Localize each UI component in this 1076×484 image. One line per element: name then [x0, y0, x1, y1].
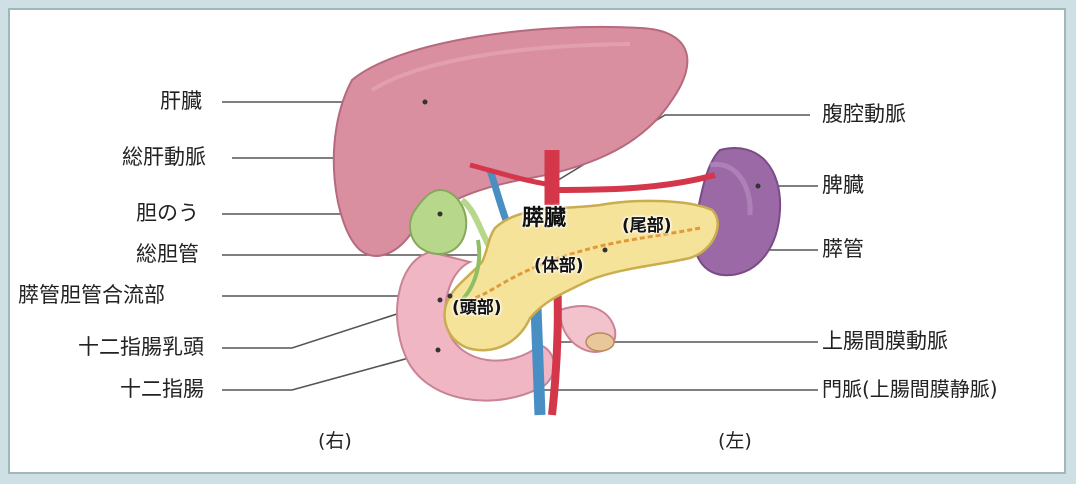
pancreas-body-label: (体部) — [534, 258, 584, 275]
pancreas-tail-label: (尾部) — [622, 218, 672, 235]
label-common-bile-duct: 総胆管 — [136, 244, 199, 265]
label-duodenal-papilla: 十二指腸乳頭 — [78, 337, 204, 358]
pancreas-name: 膵臓 — [522, 208, 566, 230]
label-common-hepatic-artery: 総肝動脈 — [122, 147, 206, 168]
label-celiac-artery: 腹腔動脈 — [822, 104, 906, 125]
label-gallbladder: 胆のう — [136, 203, 199, 224]
side-left-label: (左) — [718, 432, 752, 451]
label-liver: 肝臓 — [160, 91, 202, 112]
label-spleen: 脾臓 — [822, 175, 864, 196]
label-duodenum: 十二指腸 — [120, 379, 204, 400]
label-pancreaticobiliary-junction: 膵管胆管合流部 — [18, 285, 165, 306]
side-right-label: (右) — [318, 432, 352, 451]
label-portal-vein: 門脈(上腸間膜静脈) — [822, 379, 998, 399]
label-superior-mesenteric-artery: 上腸間膜動脈 — [822, 331, 948, 352]
label-pancreatic-duct: 膵管 — [822, 239, 864, 260]
pancreas-head-label: (頭部) — [452, 300, 502, 317]
